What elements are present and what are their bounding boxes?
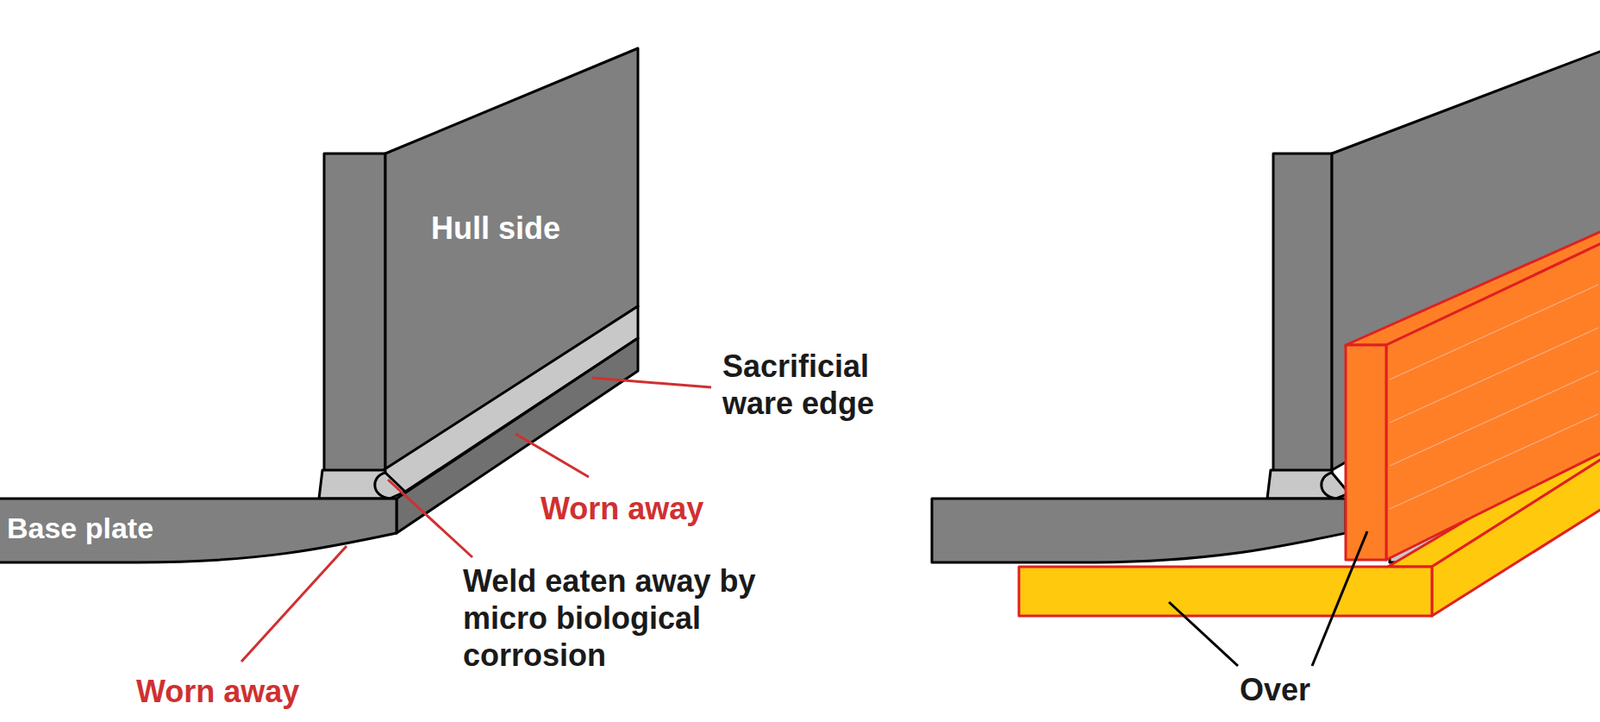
callout-text: Weld eaten away by micro biological corr… — [462, 562, 808, 675]
orange-surface-lines — [1389, 284, 1599, 509]
corroded-weld — [375, 472, 406, 499]
stiffener — [324, 153, 386, 499]
leader-line — [515, 433, 589, 477]
right-leaders — [1168, 531, 1368, 666]
base-plate — [0, 498, 397, 563]
doubler-plates — [1018, 231, 1600, 616]
callout-text: Worn away — [540, 489, 704, 527]
base-plate — [931, 498, 1346, 563]
callout-text: Worn away — [136, 672, 300, 710]
callout-text: Over — [1239, 670, 1311, 708]
surface-line — [1389, 284, 1599, 380]
leader-line — [1168, 601, 1238, 666]
surface-line — [1389, 413, 1599, 509]
leader-line — [592, 377, 712, 388]
leader-line — [1312, 531, 1368, 666]
weld-strip — [379, 306, 638, 494]
surface-line — [1389, 327, 1599, 423]
part-name: Base plate — [6, 510, 154, 546]
part-name: Hull side — [431, 209, 561, 247]
right-figure — [931, 50, 1600, 563]
surface-line — [1389, 370, 1599, 466]
orange-doubler-face — [1386, 243, 1600, 560]
callout-text: Sacrificial ware edge — [722, 347, 921, 422]
left-figure — [0, 48, 638, 563]
leader-line — [387, 479, 473, 557]
leader-line — [241, 545, 347, 662]
orange-doubler-edge — [1345, 344, 1387, 560]
yellow-doubler-front — [1018, 566, 1432, 616]
stiffener — [1273, 153, 1332, 499]
